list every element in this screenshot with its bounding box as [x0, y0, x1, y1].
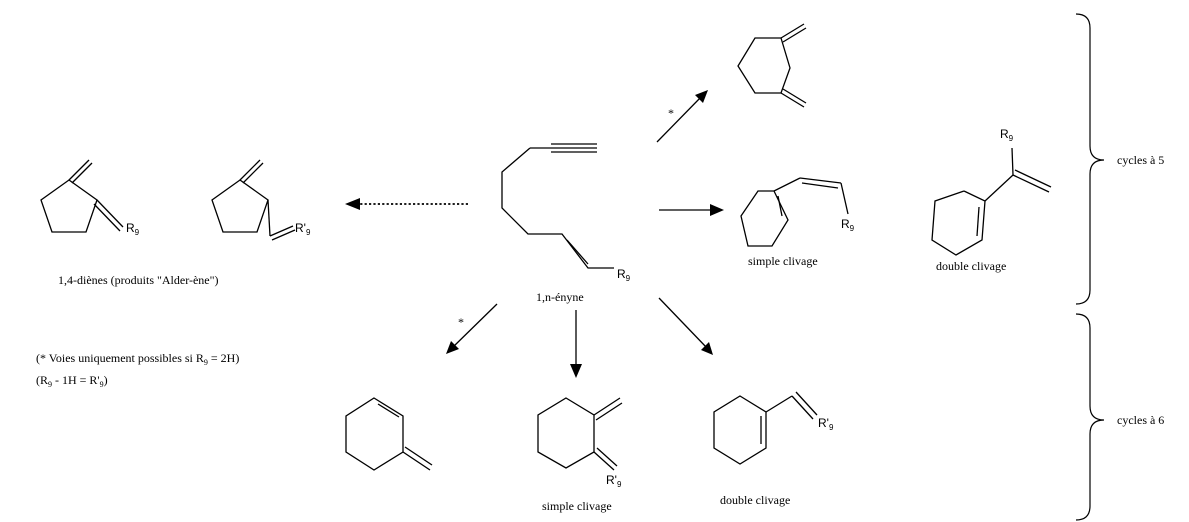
simple-clivage-5-molecule: R9: [740, 177, 855, 247]
simple-clivage-6-label: simple clivage: [542, 499, 612, 513]
svg-text:R'9: R'9: [295, 221, 311, 237]
alder2-r-label: R': [295, 221, 306, 235]
double-clivage-6-molecule: R'9: [713, 391, 834, 465]
brace-cycles-6: [1075, 313, 1105, 521]
sc5-r-sub: 9: [850, 224, 855, 233]
note-r-prime: (R9 - 1H = R'9): [36, 373, 108, 389]
alder-ene-label: 1,4-diènes (produits "Alder-ène"): [58, 273, 219, 287]
svg-text:R9: R9: [126, 221, 140, 237]
enyne-r-label: R: [617, 267, 626, 281]
svg-text:R9: R9: [1000, 127, 1014, 143]
svg-text:R9: R9: [617, 267, 631, 283]
svg-text:R'9: R'9: [606, 473, 622, 489]
arrow-to-simple-clivage-5: [659, 204, 724, 216]
alder1-r-label: R: [126, 221, 135, 235]
simple-clivage-5-label: simple clivage: [748, 254, 818, 268]
double-clivage-6-label: double clivage: [720, 493, 790, 507]
arrow-to-simple-clivage-6: [570, 310, 582, 378]
dimethylene-cyclopentane: [737, 23, 807, 108]
alder2-r-sub: 9: [306, 228, 311, 237]
arrow-to-methylene-cyclohexene: [446, 303, 498, 354]
enyne-molecule: R9: [501, 143, 631, 283]
star-top: *: [668, 106, 674, 120]
sc5-r-label: R: [841, 217, 850, 231]
enyne-label: 1,n-ényne: [536, 290, 584, 304]
sc6-r-label: R': [606, 473, 617, 487]
dashed-arrow-alder-ene: [345, 198, 468, 210]
double-clivage-5-label: double clivage: [936, 259, 1006, 273]
alder-ene-product-1: R9: [40, 159, 140, 237]
cycles-5-label: cycles à 5: [1117, 153, 1164, 167]
arrow-to-double-clivage-6: [658, 297, 713, 355]
dc5-r-sub: 9: [1009, 134, 1014, 143]
brace-cycles-5: [1075, 13, 1105, 305]
dc5-r-label: R: [1000, 127, 1009, 141]
svg-text:R'9: R'9: [818, 416, 834, 432]
dc6-r-sub: 9: [829, 423, 834, 432]
double-clivage-5-molecule: R9: [931, 127, 1052, 256]
note-star: (* Voies uniquement possibles si R9 = 2H…: [36, 351, 239, 367]
methylene-cyclohexene: [345, 397, 433, 471]
svg-text:R9: R9: [841, 217, 855, 233]
dc6-r-label: R': [818, 416, 829, 430]
alder1-r-sub: 9: [135, 228, 140, 237]
alder-ene-product-2: R'9: [211, 159, 311, 241]
enyne-r-sub: 9: [626, 274, 631, 283]
star-bottom: *: [458, 315, 464, 329]
cycles-6-label: cycles à 6: [1117, 413, 1164, 427]
simple-clivage-6-molecule: R'9: [537, 397, 623, 489]
sc6-r-sub: 9: [617, 480, 622, 489]
arrow-to-dimethylene-cyclopentane: [656, 90, 708, 143]
